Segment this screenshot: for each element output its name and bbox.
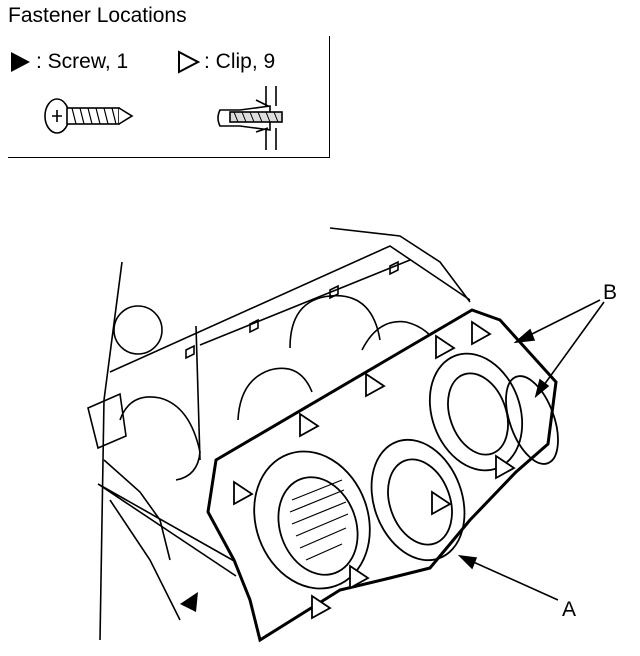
clip-marker — [495, 454, 516, 480]
legend-screw: : Screw, 1 — [8, 50, 128, 74]
clip-marker — [349, 564, 370, 590]
filled-triangle-icon — [11, 52, 30, 72]
screw-marker — [180, 592, 198, 612]
page-title: Fastener Locations — [8, 4, 187, 27]
dashboard-background — [87, 227, 471, 641]
clip-marker — [233, 480, 254, 506]
clip-marker — [435, 334, 456, 360]
outline-triangle-icon — [178, 50, 200, 74]
clip-marker — [471, 320, 492, 346]
bezel-panel — [206, 308, 558, 643]
fastener-legend: : Screw, 1 : Clip, 9 — [8, 36, 330, 158]
clip-markers — [233, 320, 516, 620]
legend-clip-label: : Clip, 9 — [204, 50, 276, 73]
legend-clip: : Clip, 9 — [176, 50, 275, 74]
screw-illustration — [44, 98, 134, 134]
clip-marker — [311, 594, 332, 620]
clip-marker — [299, 412, 320, 438]
callout-leaders — [97, 299, 605, 601]
clip-marker — [365, 372, 386, 398]
clip-marker — [431, 490, 452, 516]
bezel-vents — [253, 352, 559, 590]
callout-a: A — [562, 598, 577, 621]
legend-screw-label: : Screw, 1 — [36, 50, 129, 73]
clip-illustration — [217, 86, 283, 150]
callout-b: B — [603, 281, 618, 304]
